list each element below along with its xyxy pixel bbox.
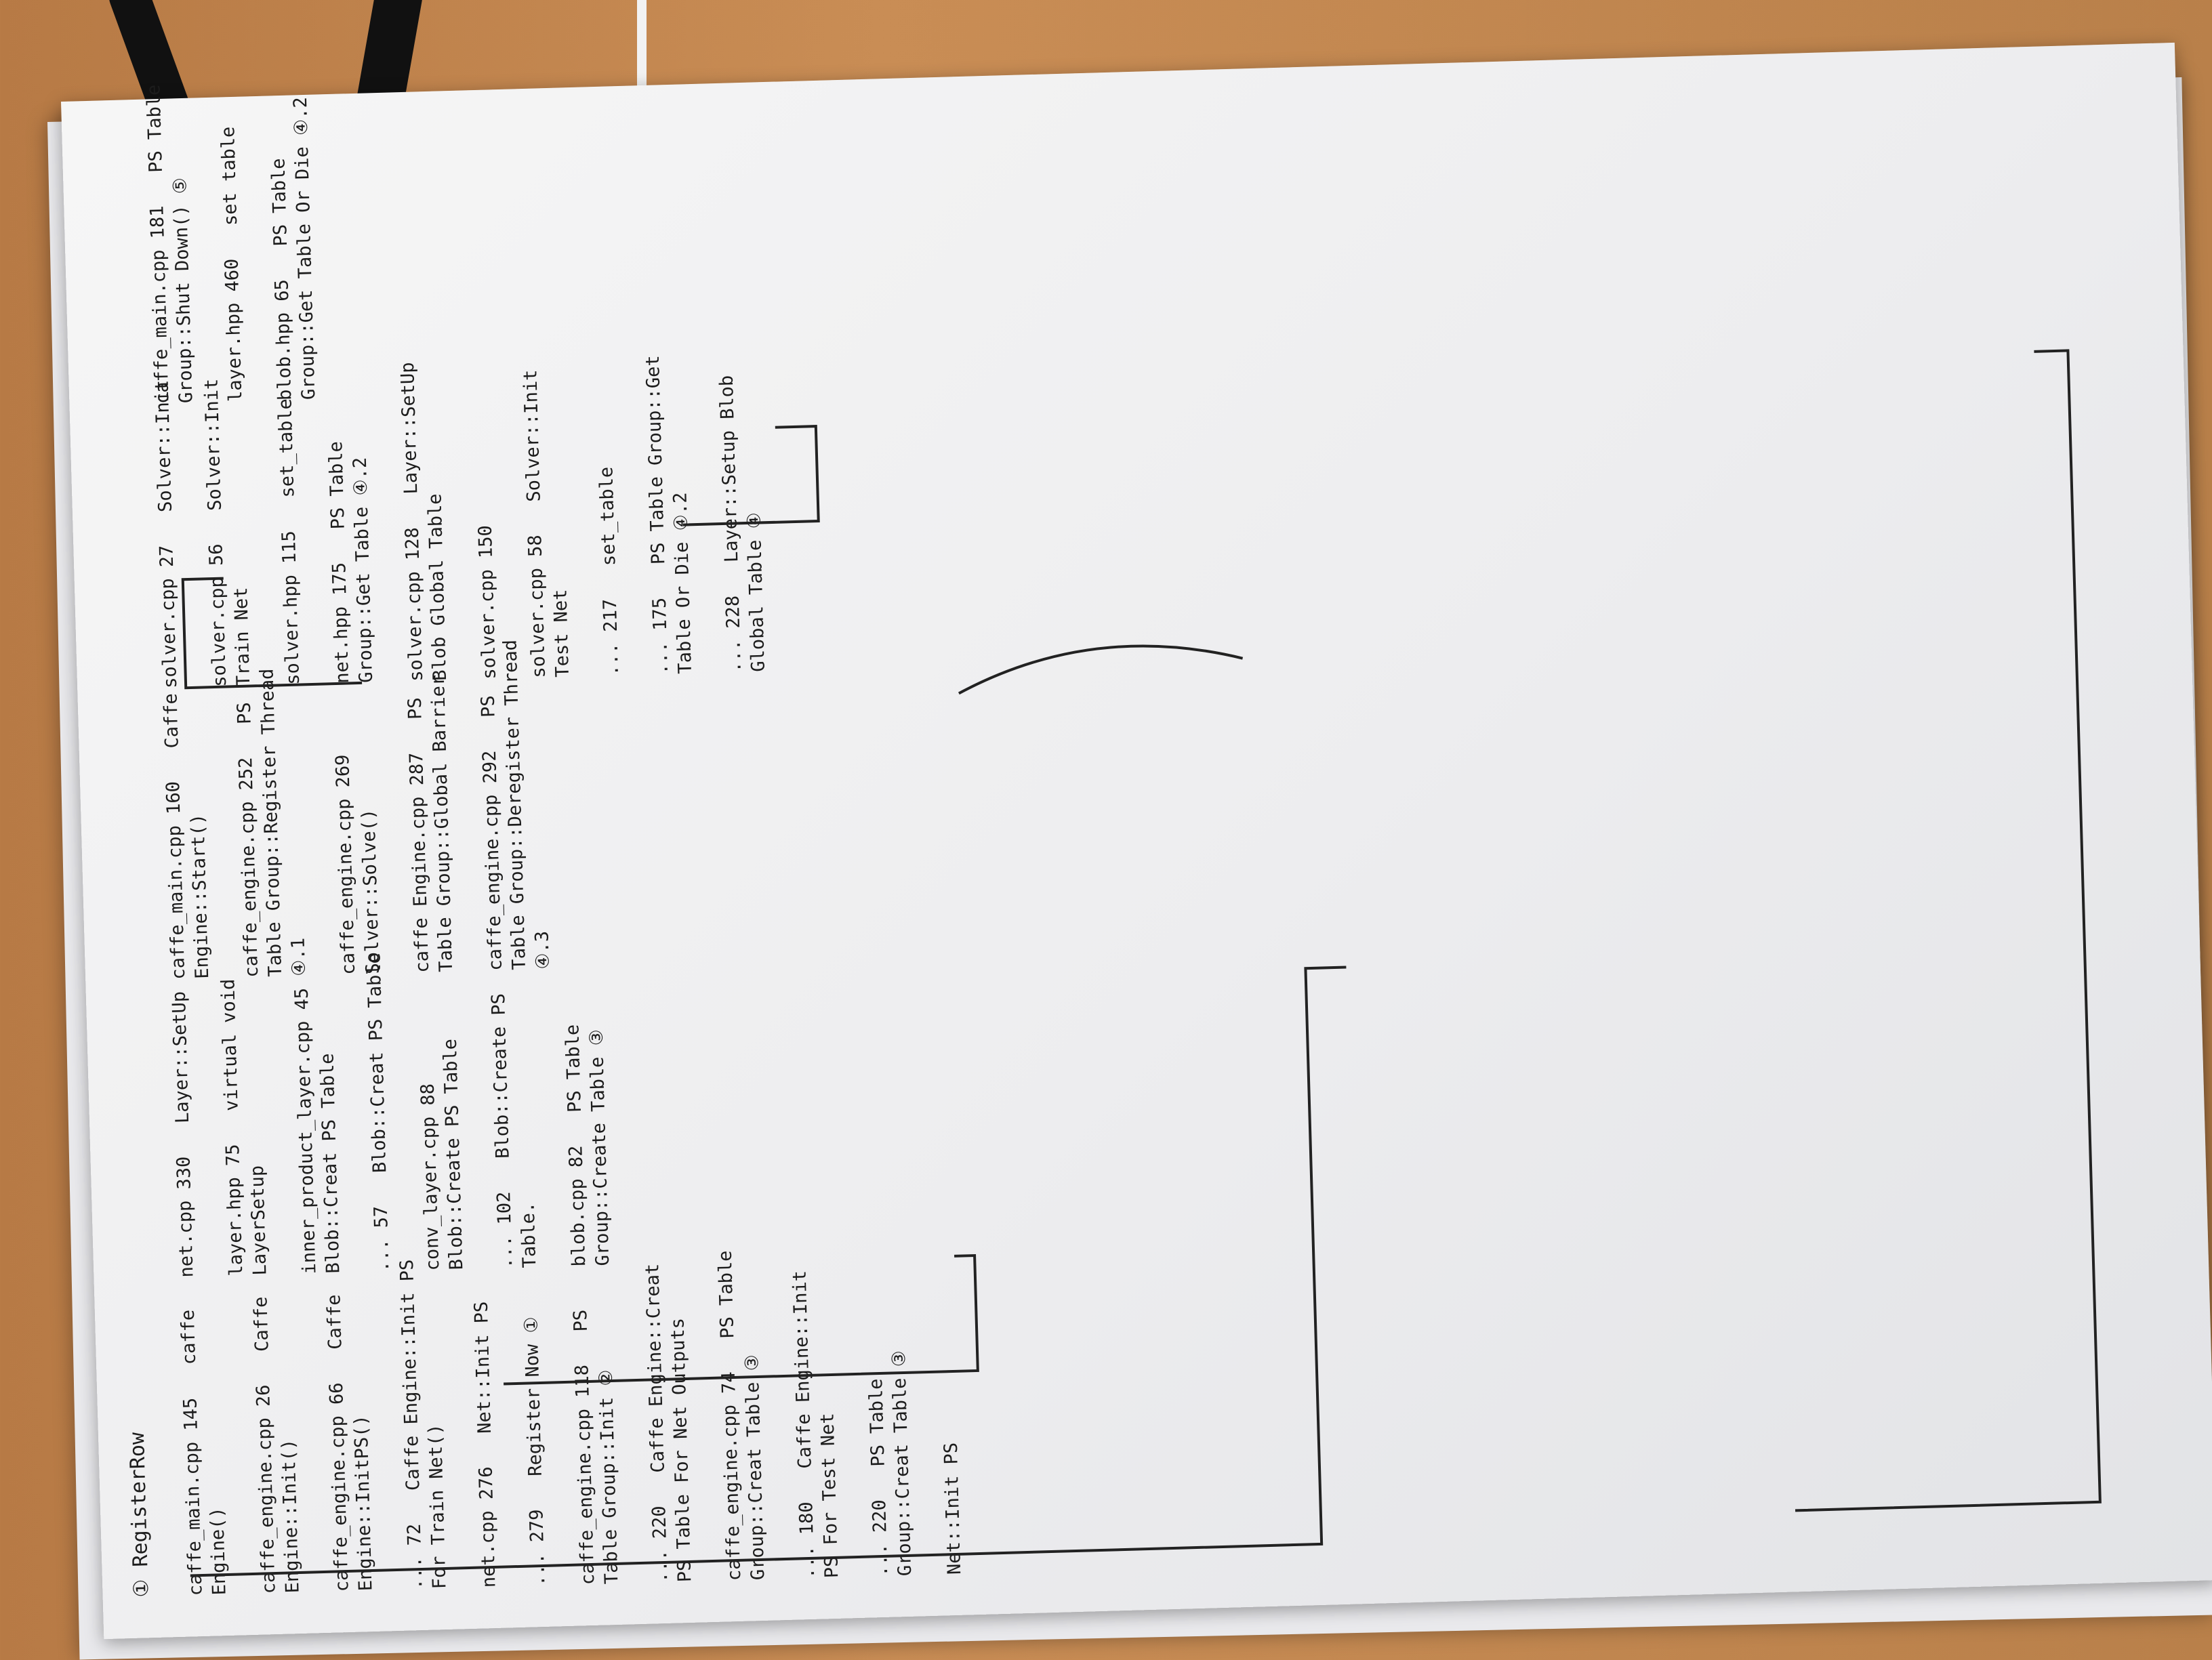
arrow-line	[682, 425, 820, 526]
arrow-line	[504, 1253, 979, 1386]
arrow-lines	[181, 349, 2102, 1577]
paper-sheet: ① RegisterRow caffe_main.cpp 145 caffe E…	[61, 42, 2212, 1640]
rotated-page: ① RegisterRow caffe_main.cpp 145 caffe E…	[61, 43, 2212, 1639]
arrow-line	[1795, 349, 2102, 1512]
arrow-line	[181, 577, 363, 690]
handwritten-note: ① RegisterRow caffe_main.cpp 145 caffe E…	[62, 83, 2212, 1598]
arrow-line	[958, 644, 1244, 695]
arrow-line	[190, 966, 1347, 1577]
